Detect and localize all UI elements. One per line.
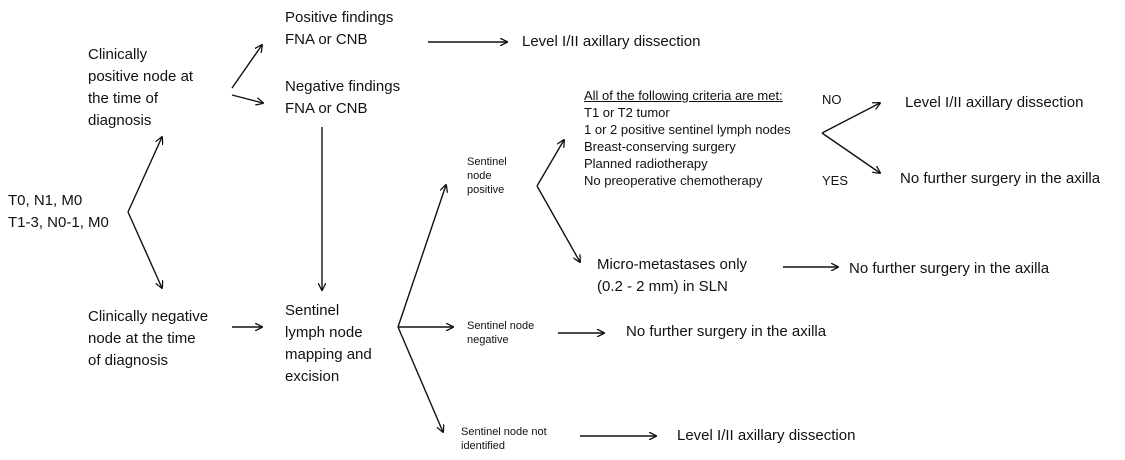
node-text-line: No further surgery in the axilla (626, 323, 827, 340)
arrow-criteria-to-no (821, 103, 880, 134)
node-text-line: No further surgery in the axilla (900, 170, 1101, 187)
node-text-line: of diagnosis (88, 352, 169, 369)
node-text-line: Sentinel (467, 156, 507, 168)
criteria-title: All of the following criteria are met: (584, 88, 783, 103)
yes-label: YES (822, 173, 849, 188)
criteria-item: T1 or T2 tumor (584, 105, 670, 120)
node-text-line: node at the time (88, 330, 196, 347)
negative-findings-node: Negative findings FNA or CNB (285, 76, 400, 120)
node-text-line: Clinically (88, 46, 148, 63)
arrow-criteria-to-yes (821, 132, 880, 173)
level-dissection-top: Level I/II axillary dissection (522, 31, 700, 53)
arrow-clinpos-to-posfind (231, 45, 262, 89)
node-text-line: the time of (88, 90, 159, 107)
node-text-line: excision (285, 368, 340, 385)
level-dissection-bottom: Level I/II axillary dissection (677, 425, 855, 447)
node-text-line: Level I/II axillary dissection (677, 427, 856, 444)
staging-node: T0, N1, M0 T1-3, N0-1, M0 (8, 190, 109, 234)
node-text-line: No further surgery in the axilla (849, 260, 1050, 277)
no-further-surgery-yes: No further surgery in the axilla (900, 168, 1100, 190)
criteria-item: 1 or 2 positive sentinel lymph nodes (584, 122, 791, 137)
criteria-item: No preoperative chemotherapy (584, 173, 763, 188)
clinically-negative-node: Clinically negative node at the time of … (88, 306, 208, 372)
arrow-snpos-to-criteria (536, 140, 564, 187)
arrow-sentinel-to-snpos (397, 185, 446, 328)
node-text-line: node (467, 170, 492, 182)
positive-findings-node: Positive findings FNA or CNB (285, 7, 393, 51)
node-text-line: Sentinel node not (461, 426, 547, 438)
node-text-line: Level I/II axillary dissection (522, 33, 701, 50)
sentinel-negative-node: Sentinel node negative (467, 319, 534, 347)
no-label: NO (822, 92, 842, 107)
node-text-line: Negative findings (285, 78, 401, 95)
arrow-start-to-negative (127, 211, 162, 288)
node-text-line: FNA or CNB (285, 100, 368, 117)
node-text-line: negative (467, 334, 509, 346)
node-text-line: Level I/II axillary dissection (905, 94, 1084, 111)
node-text-line: identified (461, 440, 506, 452)
arrow-start-to-positive (127, 137, 162, 213)
micro-metastases-node: Micro-metastases only (0.2 - 2 mm) in SL… (597, 254, 747, 298)
node-text-line: Sentinel (285, 302, 340, 319)
criteria-list: All of the following criteria are met: T… (584, 87, 791, 189)
criteria-item: Breast-conserving surgery (584, 139, 736, 154)
node-text-line: FNA or CNB (285, 31, 368, 48)
arrow-snpos-to-micro (536, 185, 580, 262)
node-text-line: (0.2 - 2 mm) in SLN (597, 278, 728, 295)
node-text-line: lymph node (285, 324, 363, 341)
level-dissection-no: Level I/II axillary dissection (905, 92, 1083, 114)
node-text-line: diagnosis (88, 112, 152, 129)
no-further-surgery-negative: No further surgery in the axilla (626, 321, 826, 343)
arrow-sentinel-to-snnotid (397, 326, 443, 432)
node-text-line: Clinically negative (88, 308, 209, 325)
arrow-clinpos-to-negfind (231, 94, 263, 103)
node-text-line: positive node at (88, 68, 194, 85)
staging-line: T1-3, N0-1, M0 (8, 214, 109, 231)
node-text-line: positive (467, 184, 505, 196)
node-text-line: Micro-metastases only (597, 256, 748, 273)
criteria-item: Planned radiotherapy (584, 156, 708, 171)
clinically-positive-node: Clinically positive node at the time of … (88, 44, 193, 132)
node-text-line: Sentinel node (467, 320, 535, 332)
sentinel-mapping-node: Sentinel lymph node mapping and excision (285, 300, 372, 388)
node-text-line: mapping and (285, 346, 372, 363)
staging-line: T0, N1, M0 (8, 192, 83, 209)
node-text-line: Positive findings (285, 9, 394, 26)
sentinel-positive-node: Sentinel node positive (467, 155, 507, 197)
sentinel-not-identified-node: Sentinel node not identified (461, 425, 547, 453)
no-further-surgery-micro: No further surgery in the axilla (849, 258, 1049, 280)
